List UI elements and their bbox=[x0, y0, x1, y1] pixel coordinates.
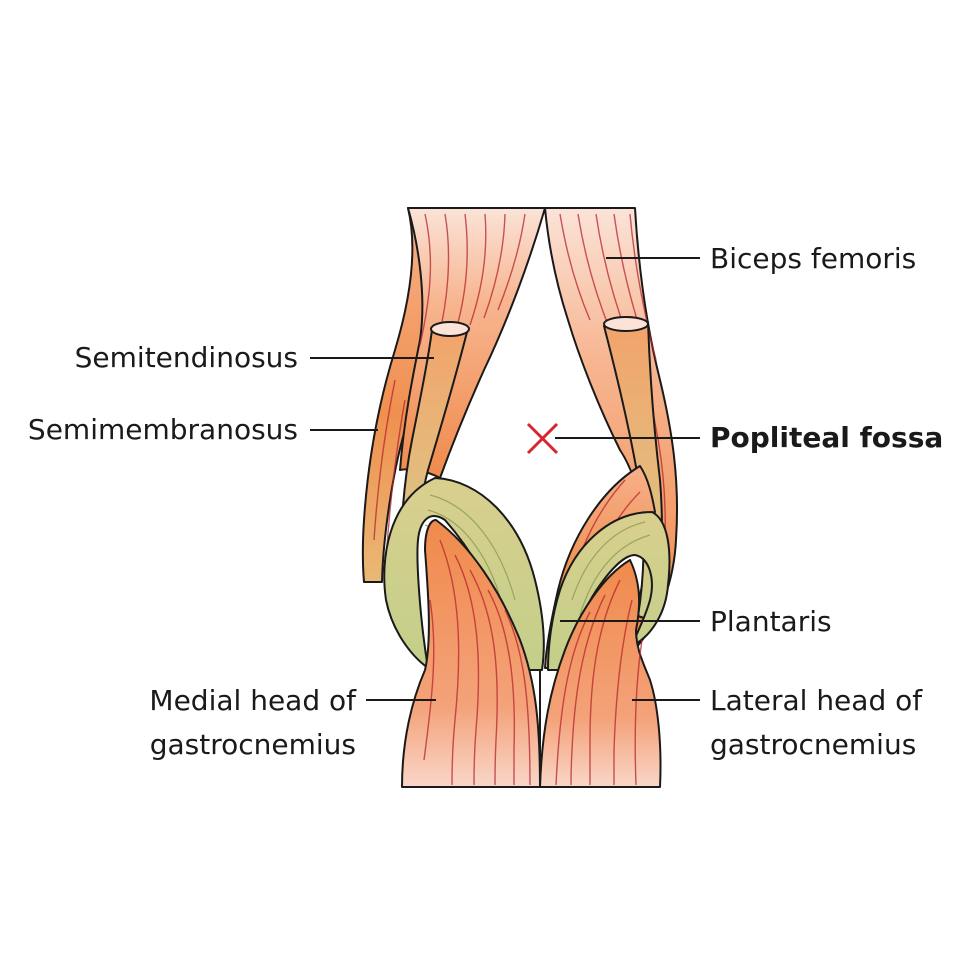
popliteal-fossa-marker bbox=[526, 422, 559, 455]
label-semitendinosus: Semitendinosus bbox=[75, 341, 298, 374]
label-medial-head-line2: gastrocnemius bbox=[150, 728, 356, 761]
lateral-head-tendon bbox=[547, 511, 671, 671]
medial-head-gastrocnemius bbox=[401, 519, 541, 788]
label-semimembranosus: Semimembranosus bbox=[28, 413, 298, 446]
medial-head-tendon bbox=[383, 477, 545, 671]
label-lateral-head-line1: Lateral head of bbox=[710, 684, 923, 717]
label-medial-head-line1: Medial head of bbox=[149, 684, 357, 717]
biceps-femoris-tendon-end bbox=[603, 316, 649, 332]
label-popliteal-fossa: Popliteal fossa bbox=[710, 421, 943, 454]
label-lateral-head-line2: gastrocnemius bbox=[710, 728, 916, 761]
lateral-head-gastrocnemius bbox=[539, 559, 662, 788]
label-plantaris: Plantaris bbox=[710, 605, 832, 638]
label-biceps-femoris: Biceps femoris bbox=[710, 242, 916, 275]
semitendinosus-tendon-end bbox=[430, 321, 470, 337]
